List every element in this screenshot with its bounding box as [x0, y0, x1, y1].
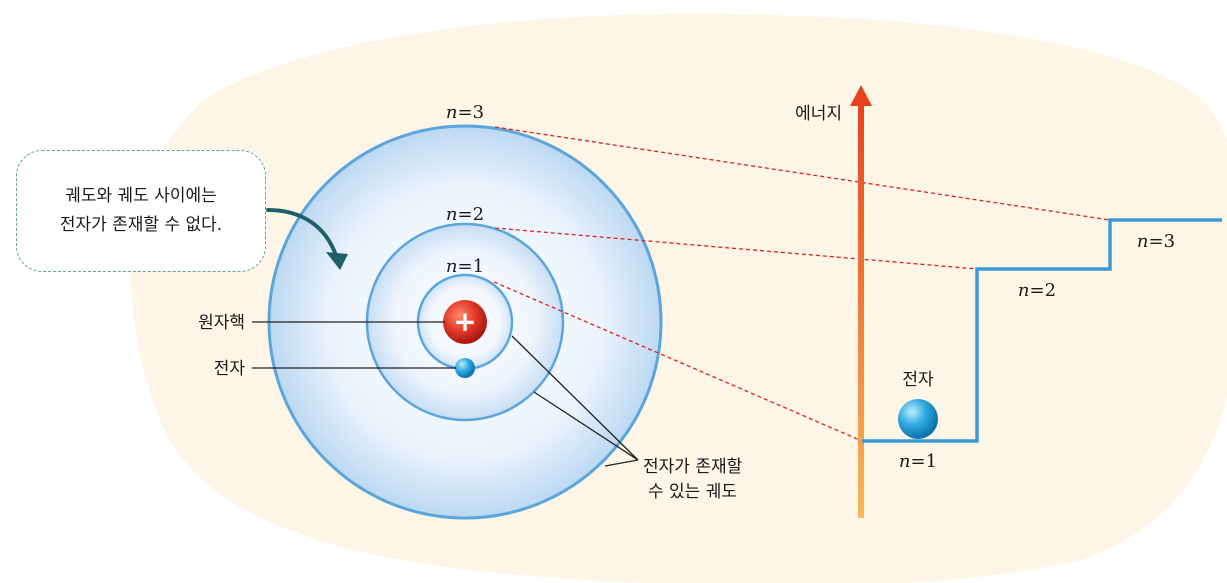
orbit-note-leader-2: [533, 391, 639, 461]
energy-level-label-n2: n=2: [1018, 280, 1056, 301]
energy-electron: [898, 399, 938, 439]
atom-electron-label: 전자: [214, 359, 246, 379]
callout-text-line1: 궤도와 궤도 사이에는: [65, 186, 217, 206]
atom-electron: [455, 358, 475, 378]
dashed-connectors: [493, 126, 1111, 442]
connector-n2: [494, 227, 978, 270]
callout-box: 궤도와 궤도 사이에는 전자가 존재할 수 없다.: [16, 150, 266, 272]
nucleus: +: [443, 300, 487, 344]
orbit-note-line1: 전자가 존재할: [643, 457, 743, 477]
callout-arrow: [266, 208, 348, 270]
energy-axis-arrowhead: [850, 85, 872, 106]
energy-level-label-n1: n=1: [899, 451, 937, 472]
connector-n1: [493, 281, 863, 442]
energy-level-label-n3: n=3: [1137, 231, 1175, 252]
orbit-label-n1: n=1: [446, 256, 484, 277]
callout-text-line2: 전자가 존재할 수 없다.: [59, 215, 223, 235]
energy-electron-label: 전자: [902, 370, 934, 390]
orbit-note-line2: 수 있는 궤도: [648, 482, 737, 502]
nucleus-label: 원자핵: [198, 313, 245, 333]
energy-level-steps: [862, 218, 1222, 443]
orbit-label-n2: n=2: [446, 204, 484, 225]
orbit-note-leader-3: [604, 459, 639, 467]
orbit-note-leader-1: [511, 335, 639, 461]
energy-diagram: 에너지 전자 n=1 n=2 n=3: [795, 85, 1222, 518]
energy-axis-label: 에너지: [795, 104, 842, 124]
nucleus-plus-symbol: +: [453, 305, 476, 338]
connector-n3: [494, 126, 1111, 221]
energy-axis-shaft: [858, 100, 864, 518]
atom: + 원자핵 전자 n=1 n=2 n=3 전자가 존재할 수 있는 궤도: [198, 102, 743, 520]
orbit-label-n3: n=3: [446, 102, 484, 123]
